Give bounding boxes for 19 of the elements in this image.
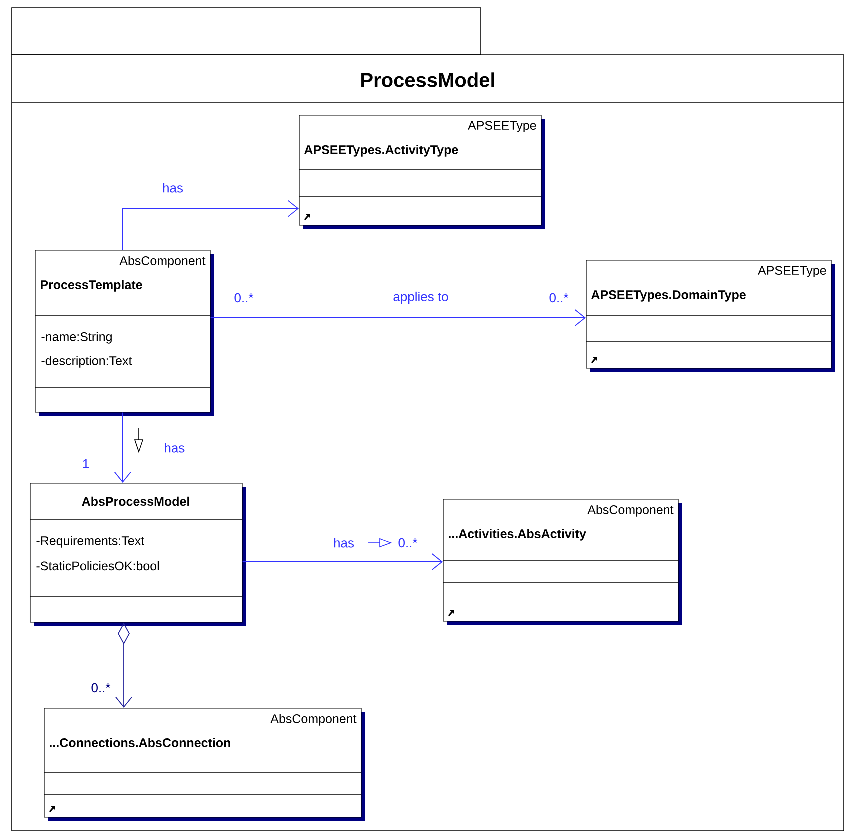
association-line: [210, 310, 586, 326]
multiplicity-label: 0..*: [398, 538, 418, 548]
multiplicity-label: 0..*: [234, 293, 254, 303]
association-line: [114, 412, 132, 483]
multiplicity-label: 1: [83, 460, 89, 468]
class-box: APSEEType APSEETypes.DomainType: [586, 260, 836, 372]
class-box: AbsComponent ProcessTemplate -name:String -description:Text: [34, 250, 214, 416]
edge-label: applies to: [394, 292, 448, 304]
class-box: APSEEType APSEETypes.ActivityType: [298, 115, 545, 229]
class-box: AbsComponent ...Connections.AbsConnection: [44, 708, 365, 821]
multiplicity-label: 0..*: [550, 293, 569, 303]
association-line: [122, 200, 299, 250]
edge-label: has: [163, 183, 184, 193]
association-line: [242, 554, 443, 570]
edge-label: has: [334, 538, 354, 548]
edge-label: has: [165, 443, 185, 453]
class-box: AbsProcessModel -Requirements:Text -StaticPoliciesOK:bool: [30, 483, 246, 626]
class-box: AbsComponent ...Activities.AbsActivity: [442, 499, 682, 625]
multiplicity-label: 0..*: [92, 683, 111, 693]
